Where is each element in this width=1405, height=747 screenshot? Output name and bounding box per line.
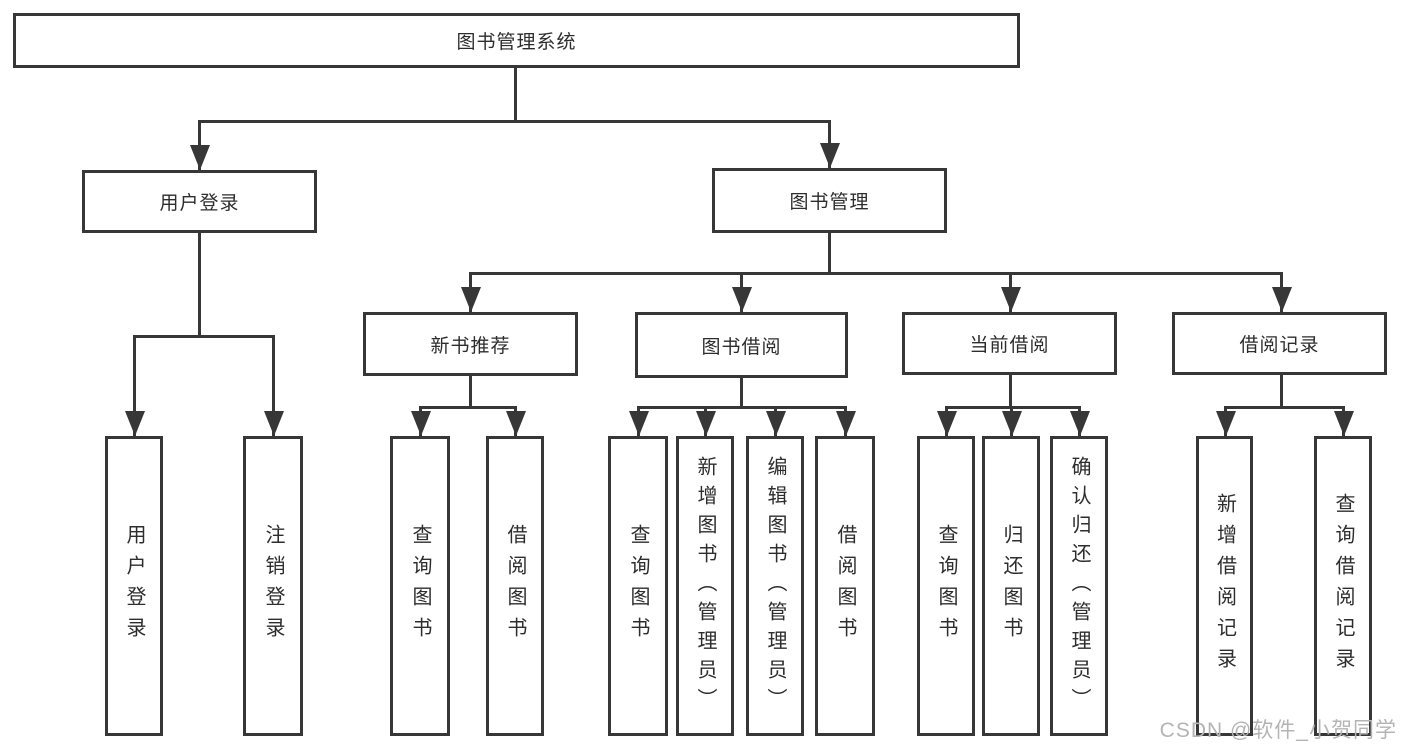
connector-hline bbox=[419, 406, 517, 409]
node-label: 图书借阅 bbox=[701, 336, 782, 358]
connector-arrow-down-icon bbox=[189, 120, 210, 170]
leaf-return-books: 归还图书 bbox=[982, 436, 1040, 736]
connector-arrow-down-icon bbox=[263, 335, 284, 436]
connector-vline bbox=[514, 68, 517, 120]
connector-arrow-down-icon bbox=[695, 406, 716, 436]
leaf-edit-books-admin: 编辑图书（管理员） bbox=[746, 436, 804, 736]
node-label: 借阅记录 bbox=[1239, 335, 1320, 356]
connector-hline bbox=[1224, 406, 1344, 409]
connector-arrow-down-icon bbox=[1215, 406, 1236, 436]
connector-hline bbox=[133, 335, 275, 338]
node-current-borrowing: 当前借阅 bbox=[902, 312, 1117, 375]
leaf-query-books-borrowing: 查询图书 bbox=[608, 436, 668, 736]
connector-hline bbox=[198, 120, 831, 123]
node-label: 新书推荐 bbox=[430, 335, 511, 357]
connector-arrow-down-icon bbox=[628, 406, 649, 436]
leaf-query-books-recommend: 查询图书 bbox=[390, 436, 450, 736]
connector-vline bbox=[740, 378, 743, 408]
connector-hline bbox=[469, 272, 1283, 275]
node-label: 注销登录 bbox=[262, 524, 284, 648]
node-label: 用户登录 bbox=[123, 524, 145, 648]
node-new-book-recommendation: 新书推荐 bbox=[363, 312, 578, 376]
node-label: 归还图书 bbox=[1000, 524, 1022, 648]
connector-arrow-down-icon bbox=[1271, 272, 1292, 312]
connector-arrow-down-icon bbox=[936, 406, 957, 436]
node-label: 图书管理系统 bbox=[456, 32, 577, 53]
node-label: 查询图书 bbox=[409, 524, 431, 648]
connector-vline bbox=[1009, 375, 1012, 408]
node-library-system: 图书管理系统 bbox=[13, 13, 1020, 68]
leaf-add-borrow-record: 新增借阅记录 bbox=[1196, 436, 1253, 736]
leaf-logout: 注销登录 bbox=[243, 436, 303, 736]
connector-vline bbox=[469, 376, 472, 408]
connector-arrow-down-icon bbox=[505, 406, 526, 436]
node-book-management: 图书管理 bbox=[712, 168, 947, 233]
connector-arrow-down-icon bbox=[1000, 272, 1021, 312]
leaf-query-borrow-record: 查询借阅记录 bbox=[1314, 436, 1372, 736]
node-label: 借阅图书 bbox=[834, 524, 856, 648]
connector-arrow-down-icon bbox=[765, 406, 786, 436]
node-user-login: 用户登录 bbox=[82, 170, 317, 233]
connector-arrow-down-icon bbox=[819, 120, 840, 168]
node-label: 新增借阅记录 bbox=[1213, 493, 1236, 679]
node-label: 新增图书（管理员） bbox=[694, 455, 716, 717]
node-label: 图书管理 bbox=[789, 192, 870, 213]
connector-arrow-down-icon bbox=[1069, 406, 1090, 436]
connector-hline bbox=[637, 406, 847, 409]
connector-vline bbox=[1280, 375, 1283, 408]
connector-arrow-down-icon bbox=[410, 406, 431, 436]
csdn-watermark: CSDN @软件_小贺同学 bbox=[1159, 719, 1397, 742]
node-label: 查询图书 bbox=[935, 524, 957, 648]
leaf-add-books-admin: 新增图书（管理员） bbox=[676, 436, 734, 736]
connector-arrow-down-icon bbox=[124, 335, 145, 436]
connector-vline bbox=[198, 233, 201, 335]
connector-arrow-down-icon bbox=[1333, 406, 1354, 436]
connector-vline bbox=[828, 233, 831, 274]
node-label: 编辑图书（管理员） bbox=[764, 455, 786, 717]
node-label: 确认归还（管理员） bbox=[1068, 455, 1090, 717]
leaf-user-login: 用户登录 bbox=[105, 436, 163, 736]
node-borrowing-records: 借阅记录 bbox=[1172, 312, 1387, 375]
connector-arrow-down-icon bbox=[1001, 406, 1022, 436]
leaf-borrow-books-borrowing: 借阅图书 bbox=[815, 436, 875, 736]
node-label: 查询借阅记录 bbox=[1332, 493, 1354, 679]
leaf-query-books-current: 查询图书 bbox=[917, 436, 975, 736]
connector-arrow-down-icon bbox=[460, 272, 481, 312]
node-label: 用户登录 bbox=[159, 193, 240, 214]
node-label: 借阅图书 bbox=[504, 524, 526, 648]
connector-arrow-down-icon bbox=[731, 272, 752, 312]
connector-arrow-down-icon bbox=[835, 406, 856, 436]
leaf-confirm-return-admin: 确认归还（管理员） bbox=[1050, 436, 1108, 736]
node-label: 查询图书 bbox=[627, 524, 649, 648]
node-label: 当前借阅 bbox=[969, 335, 1050, 356]
leaf-borrow-books-recommend: 借阅图书 bbox=[486, 436, 544, 736]
node-book-borrowing: 图书借阅 bbox=[635, 312, 848, 378]
